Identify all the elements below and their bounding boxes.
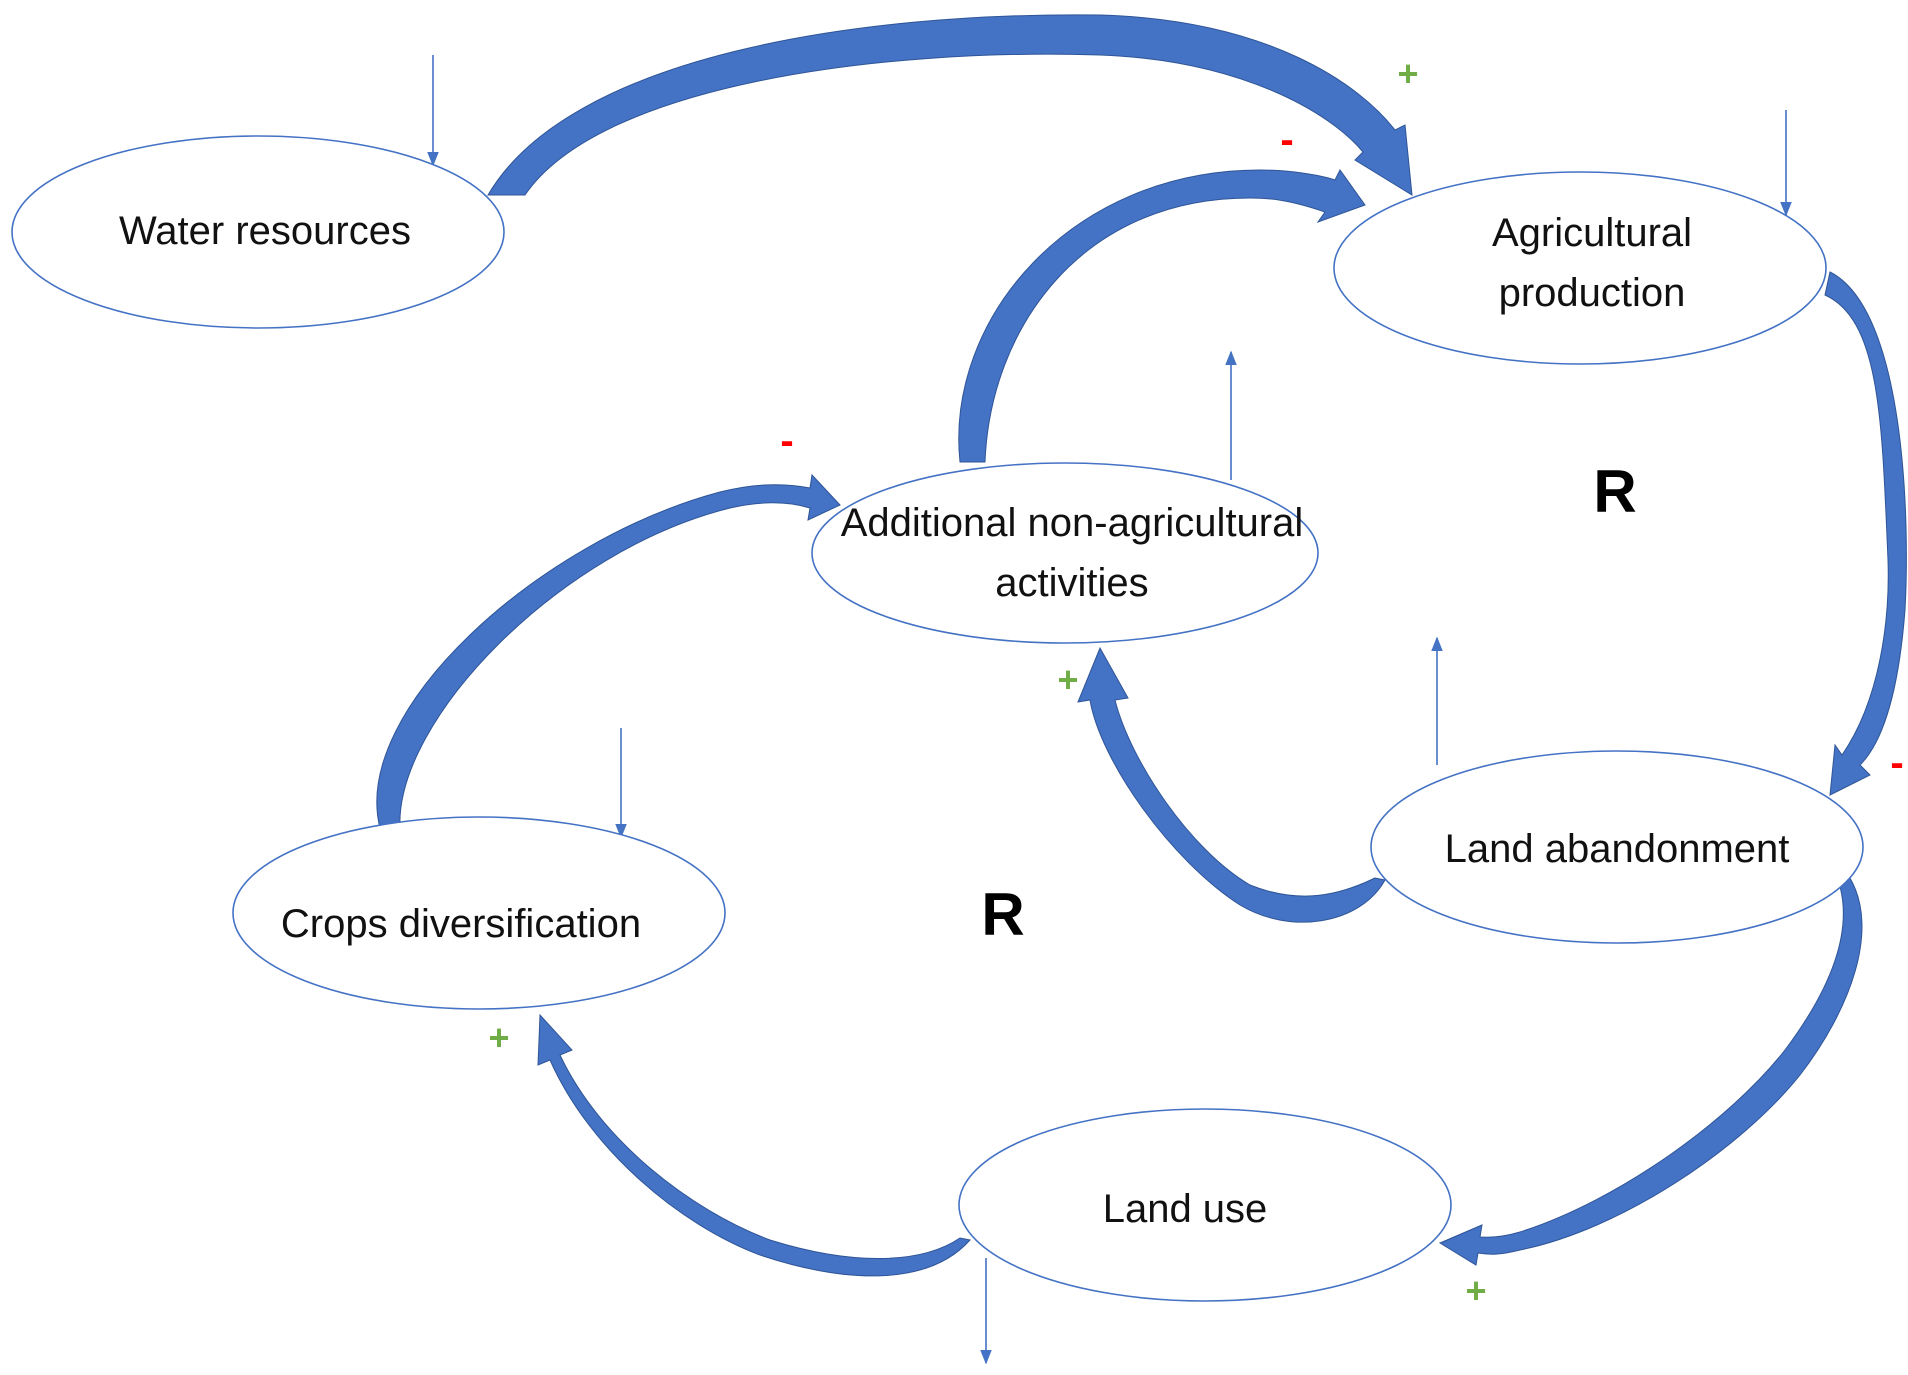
polarity-nonagri-to-agri: - [1280, 118, 1293, 162]
node-label-agricultural-production-line2: production [1499, 271, 1686, 315]
node-water-resources: Water resources [11, 135, 505, 329]
polarity-crops-to-nonagri: - [780, 419, 793, 463]
node-label-nonagri-line2: activities [995, 561, 1148, 605]
polarity-abandon-to-nonagri: + [1057, 659, 1078, 700]
node-label-crops-diversification: Crops diversification [281, 902, 641, 946]
node-label-agricultural-production-line1: Agricultural [1492, 211, 1692, 255]
node-land-use: Land use [958, 1108, 1452, 1302]
polarity-abandon-to-landuse: + [1465, 1270, 1486, 1311]
arrow-nonagri-to-agricultural-production [958, 169, 1366, 463]
arrow-land-abandonment-to-land-use [1438, 877, 1863, 1266]
loop-label-upper: R [1593, 458, 1636, 525]
node-crops-diversification: Crops diversification [232, 816, 726, 1010]
arrow-water-to-agricultural-production [487, 14, 1413, 196]
polarity-landuse-to-crops: + [488, 1017, 509, 1058]
arrow-land-abandonment-to-nonagri [1077, 646, 1386, 923]
loop-label-lower: R [981, 881, 1024, 948]
node-land-abandonment: Land abandonment [1370, 750, 1864, 944]
polarity-water-to-agri: + [1397, 53, 1418, 94]
node-label-water-resources: Water resources [119, 209, 411, 253]
node-agricultural-production: Agricultural production [1333, 171, 1827, 365]
arrow-land-use-to-crops [537, 1013, 971, 1277]
node-additional-non-agricultural-activities: Additional non-agricultural activities [811, 462, 1319, 644]
arrow-crops-to-nonagri [376, 473, 841, 829]
node-label-nonagri-line1: Additional non-agricultural [841, 501, 1304, 545]
exogenous-arrows [427, 55, 1792, 1365]
arrow-agricultural-production-to-land-abandonment [1824, 271, 1907, 796]
node-label-land-use: Land use [1103, 1187, 1268, 1231]
causal-arrows [376, 14, 1907, 1277]
node-label-land-abandonment: Land abandonment [1445, 827, 1790, 871]
polarity-agri-to-abandon: - [1890, 741, 1903, 785]
